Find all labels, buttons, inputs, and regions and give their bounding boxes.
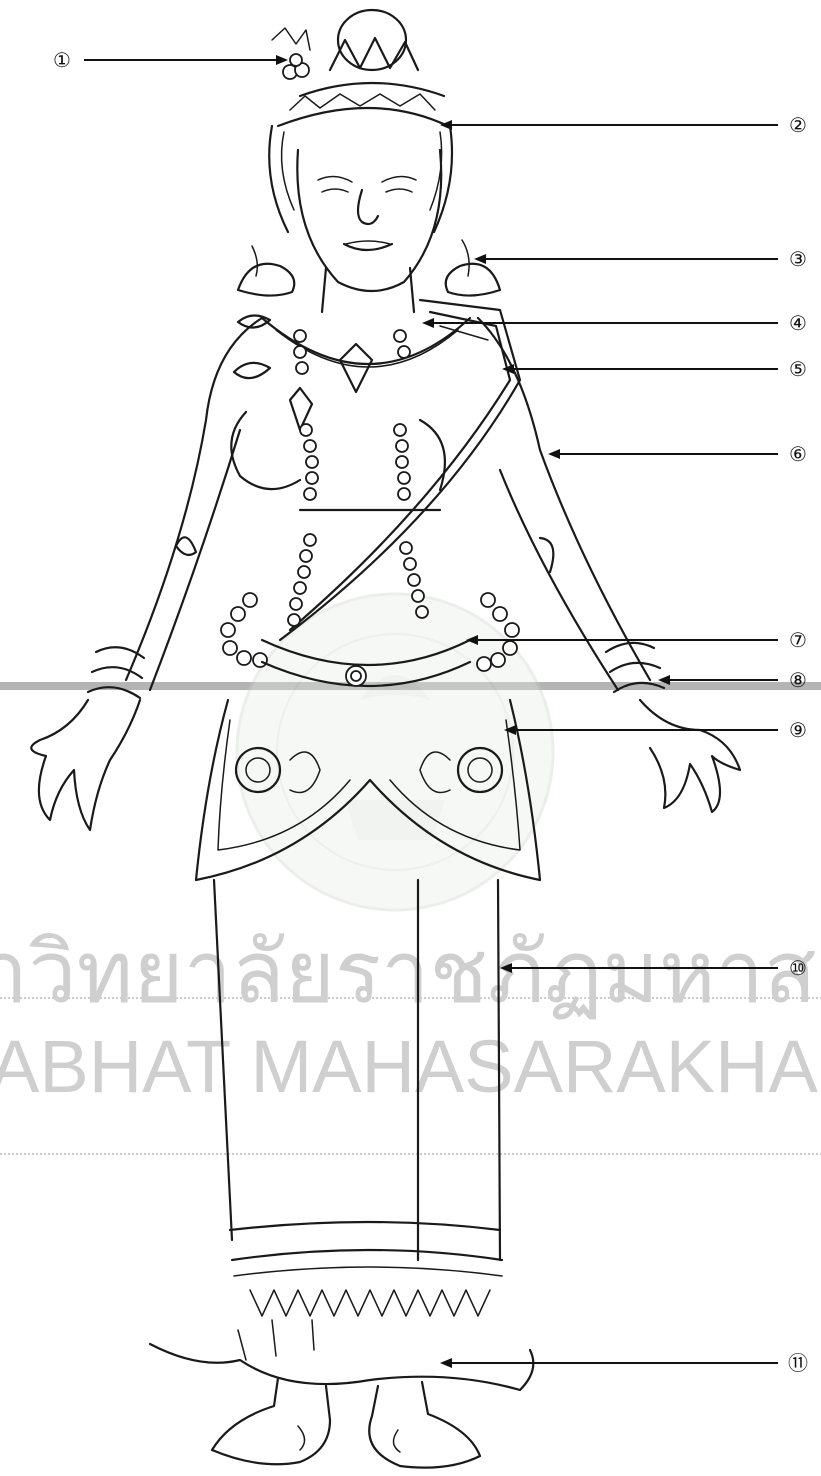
callout-3-arrowhead (474, 254, 486, 264)
callout-2-arrowhead (440, 120, 452, 130)
callout-3-label: ③ (789, 247, 807, 271)
watermark-latin-text: ABHAT MAHASARAKHAM UNIVERS (0, 1025, 821, 1108)
watermark-thai-text: าวิทยาลัยราชภัฏมหาสารค (0, 925, 821, 1021)
callout-11-label: ⑪ (788, 1351, 808, 1375)
hair-flower-ornament (272, 28, 310, 79)
callout-8-label: ⑧ (789, 668, 807, 692)
callout-1-label: ① (53, 48, 71, 72)
callout-4-arrowhead (422, 318, 434, 328)
earring-ornaments (238, 240, 500, 296)
feet (212, 1378, 480, 1468)
callout-5-label: ⑤ (789, 357, 807, 381)
university-seal-watermark (237, 594, 553, 910)
neck-and-collar (234, 268, 470, 430)
callout-1-arrowhead (276, 55, 288, 65)
callout-6-arrowhead (548, 449, 560, 459)
callout-11-arrowhead (440, 1358, 452, 1368)
callout-4-label: ④ (789, 311, 807, 335)
callout-6-label: ⑥ (789, 442, 807, 466)
face (297, 150, 441, 291)
callout-7-label: ⑦ (789, 628, 807, 652)
callout-2-label: ② (789, 113, 807, 137)
callout-9-label: ⑨ (789, 718, 807, 742)
callout-10-label: ⑩ (789, 956, 807, 980)
